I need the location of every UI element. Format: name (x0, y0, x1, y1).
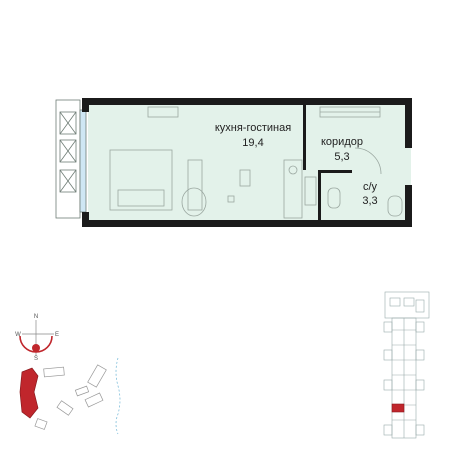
room-fills (88, 104, 411, 222)
key-plan-apartment-highlight (391, 403, 405, 413)
partition-bathroom-left (318, 170, 321, 220)
balcony-window-3 (59, 169, 77, 193)
room-area-corridor: 5,3 (334, 151, 349, 163)
glazing (79, 109, 87, 213)
shower-shelf (304, 176, 317, 206)
toilet (387, 195, 403, 217)
bed (109, 149, 173, 211)
site-plan (19, 357, 121, 435)
site-building-4 (56, 400, 74, 416)
furniture (109, 106, 403, 219)
washbasin (327, 187, 341, 209)
site-building-3 (74, 385, 90, 397)
wall-right-lower (405, 185, 412, 227)
compass-s: S (34, 356, 38, 362)
desk-top (147, 106, 179, 118)
balcony (55, 99, 87, 219)
partition-bathroom-top (318, 170, 352, 173)
compass-dot (32, 344, 40, 352)
partition-corridor (303, 105, 306, 170)
bed-pillow (117, 189, 165, 207)
walls (82, 98, 412, 227)
balcony-window-1 (59, 111, 77, 135)
site-river (115, 357, 121, 435)
round-seat (181, 187, 207, 217)
site-building-6 (34, 418, 48, 430)
compass: N S W E (15, 314, 59, 362)
room-name-kitchen-living: кухня-гостиная (215, 122, 291, 134)
wall-left-top (82, 98, 89, 112)
key-plan-top-block (384, 291, 430, 319)
room-area-bathroom: 3,3 (362, 195, 377, 207)
site-highlighted-building (19, 367, 39, 419)
stove-burner-icon (288, 165, 298, 175)
compass-w: W (15, 332, 21, 338)
chair (239, 169, 251, 187)
room-name-corridor: коридор (321, 136, 363, 148)
wall-left-bottom (82, 212, 89, 227)
table (187, 159, 203, 211)
kitchen-living-fill (88, 104, 411, 222)
plant-icon (227, 195, 235, 203)
site-building-1 (43, 366, 65, 378)
room-labels: кухня-гостиная 19,4 коридор 5,3 с/у 3,3 (215, 122, 378, 207)
balcony-frame (55, 99, 81, 219)
room-area-kitchen-living: 19,4 (242, 137, 263, 149)
kitchen-counter (283, 159, 303, 219)
wall-right-upper (405, 98, 412, 148)
balcony-window-2 (59, 139, 77, 163)
wall-top (82, 98, 412, 105)
compass-n: N (34, 314, 38, 320)
door-swing (354, 147, 382, 175)
compass-e: E (55, 332, 59, 338)
site-building-2 (87, 364, 107, 388)
site-building-5 (84, 392, 104, 408)
wall-bottom (82, 220, 412, 227)
room-name-bathroom: с/у (363, 181, 378, 193)
floor-key-plan (383, 291, 430, 439)
